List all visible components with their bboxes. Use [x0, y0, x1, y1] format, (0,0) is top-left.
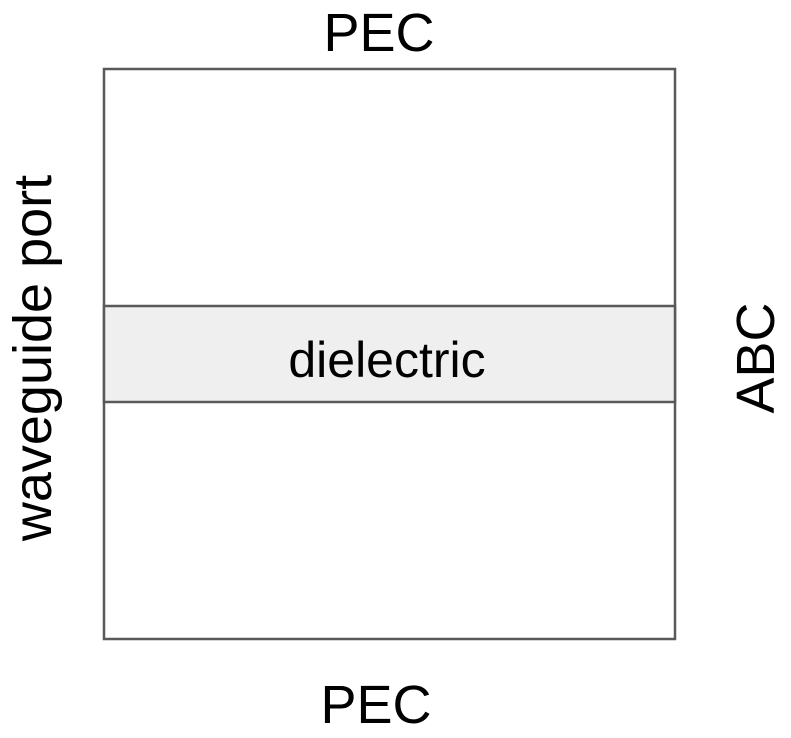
bottom-boundary-label: PEC	[320, 675, 431, 735]
left-boundary-label: waveguide port	[3, 175, 63, 542]
top-boundary-label: PEC	[323, 3, 434, 63]
dielectric-label: dielectric	[288, 332, 485, 388]
right-boundary-label: ABC	[726, 302, 786, 413]
dielectric-layer	[102, 304, 677, 404]
